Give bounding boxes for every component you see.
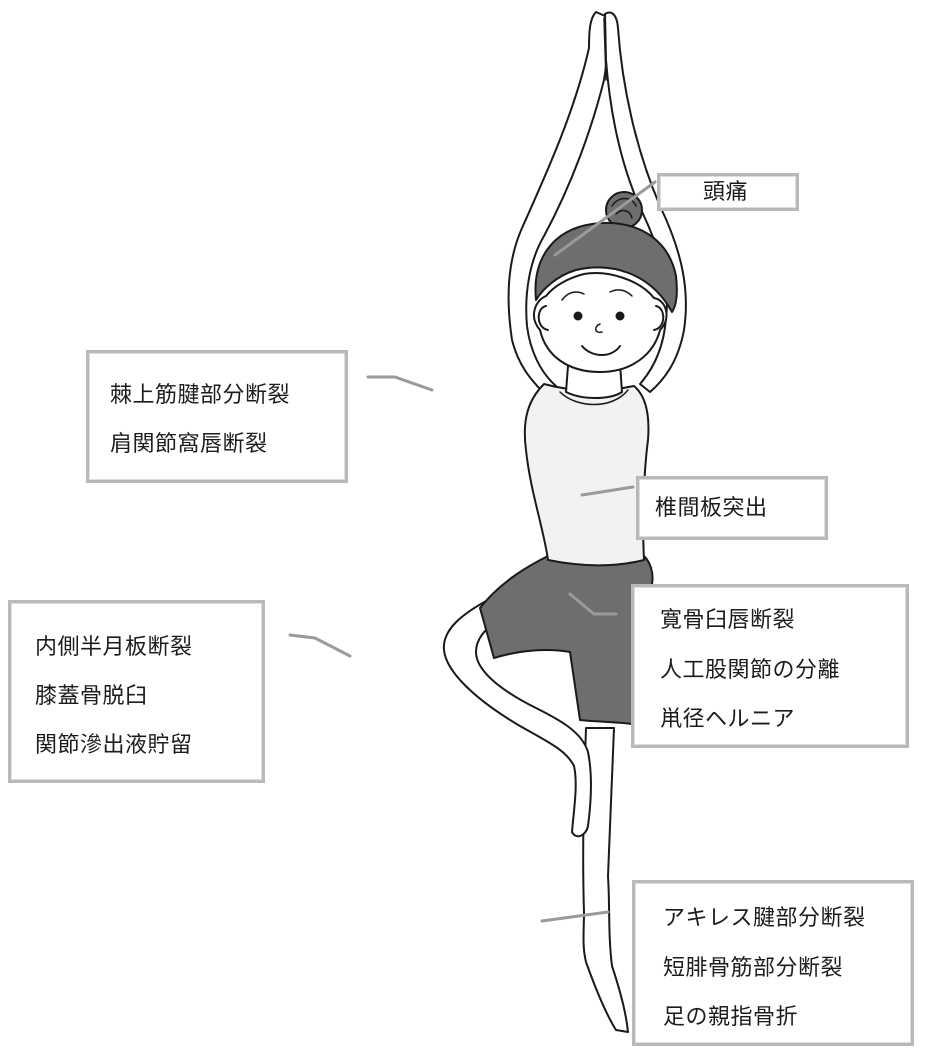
label-box-hip: 寛骨臼唇断裂 人工股関節の分離 鼡径ヘルニア bbox=[631, 584, 909, 748]
label-ankle-1: アキレス腱部分断裂 bbox=[663, 906, 866, 931]
label-box-shoulder: 棘上筋腱部分断裂 肩関節窩唇断裂 bbox=[86, 350, 348, 483]
mouth bbox=[581, 345, 621, 356]
leader-headache bbox=[553, 180, 657, 257]
standing-leg bbox=[582, 727, 629, 1033]
right-eye bbox=[615, 311, 625, 321]
label-hip-1: 寛骨臼唇断裂 bbox=[660, 608, 796, 633]
left-ear bbox=[537, 305, 549, 331]
label-box-headache: 頭痛 bbox=[657, 173, 799, 211]
label-box-spine: 椎間板突出 bbox=[636, 476, 828, 540]
label-ankle-2: 短腓骨筋部分断裂 bbox=[663, 956, 844, 981]
label-hip-3: 鼡径ヘルニア bbox=[660, 707, 796, 732]
bent-leg bbox=[442, 599, 592, 838]
label-box-ankle: アキレス腱部分断裂 短腓骨筋部分断裂 足の親指骨折 bbox=[632, 880, 914, 1046]
label-hip-2: 人工股関節の分離 bbox=[660, 658, 841, 683]
label-ankle-3: 足の親指骨折 bbox=[663, 1005, 799, 1030]
right-arm bbox=[604, 11, 687, 393]
shorts bbox=[479, 555, 654, 725]
label-headache: 頭痛 bbox=[703, 180, 749, 205]
label-knee-2: 膝蓋骨脱臼 bbox=[35, 684, 148, 709]
label-knee-3: 関節滲出液貯留 bbox=[35, 733, 193, 758]
leader-knee bbox=[288, 633, 352, 658]
leader-hip bbox=[568, 592, 618, 616]
label-spine: 椎間板突出 bbox=[655, 496, 768, 521]
leader-ankle bbox=[540, 910, 610, 923]
shirt bbox=[523, 383, 650, 567]
label-box-knee: 内側半月板断裂 膝蓋骨脱臼 関節滲出液貯留 bbox=[8, 600, 265, 783]
leader-spine bbox=[580, 485, 635, 497]
right-ear bbox=[653, 305, 665, 331]
label-knee-1: 内側半月板断裂 bbox=[35, 635, 193, 660]
leader-shoulder bbox=[366, 375, 434, 392]
label-shoulder-1: 棘上筋腱部分断裂 bbox=[110, 383, 291, 408]
face bbox=[532, 272, 668, 373]
label-shoulder-2: 肩関節窩唇断裂 bbox=[110, 432, 268, 457]
left-eye bbox=[573, 311, 583, 321]
nose bbox=[595, 323, 603, 334]
